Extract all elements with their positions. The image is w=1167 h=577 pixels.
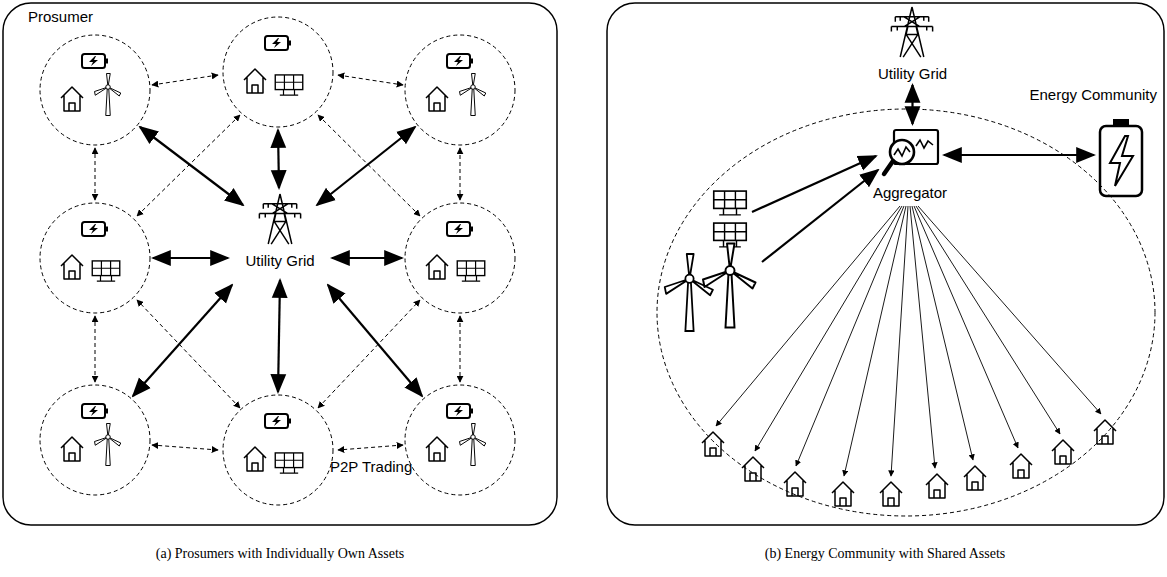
node-label: Utility Grid — [245, 252, 314, 270]
connector-arrow — [911, 85, 913, 124]
caption: (a) Prosumers with Individually Own Asse… — [0, 545, 560, 563]
community-outline — [655, 107, 1157, 518]
node-label: Aggregator — [873, 184, 947, 202]
prosumer-label: Prosumer — [28, 8, 93, 26]
aggregator-node: Aggregator — [858, 126, 962, 202]
caption: (b) Energy Community with Shared Assets — [605, 545, 1165, 563]
node-label: Utility Grid — [878, 65, 947, 83]
utility-grid-node: Utility Grid — [865, 3, 960, 83]
community-ellipse: Energy CommunityAggregator — [655, 86, 1157, 518]
utility-grid-node: Utility Grid — [232, 190, 328, 270]
p2p-label: P2P Trading — [330, 458, 412, 476]
node-label: Energy Community — [1029, 86, 1157, 104]
